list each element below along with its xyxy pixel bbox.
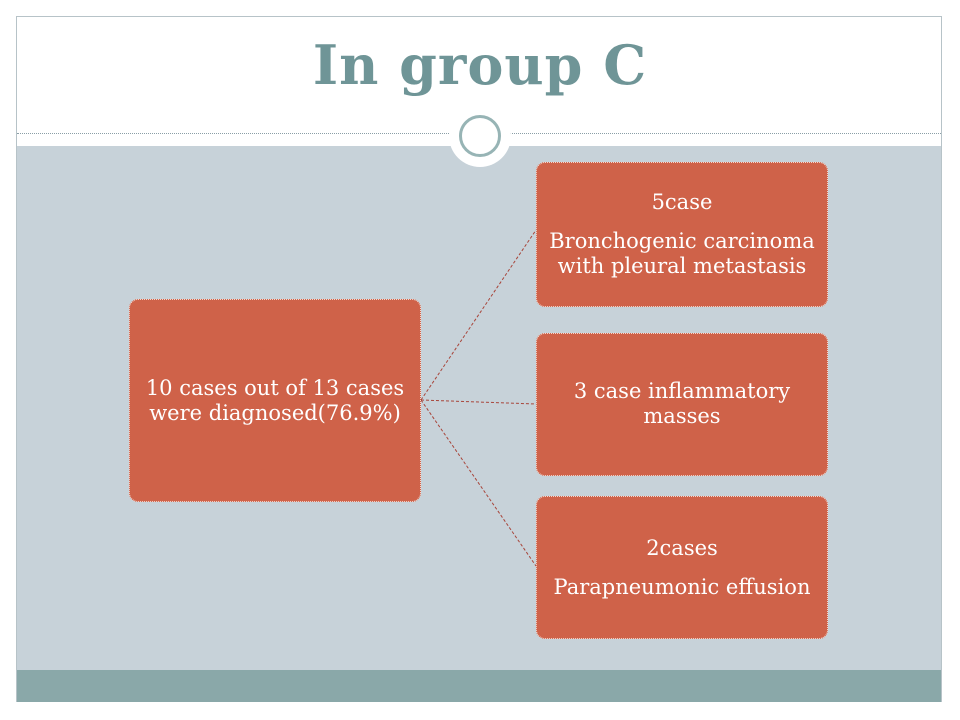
root-node: 10 cases out of 13 cases were diagnosed(… (129, 299, 421, 502)
child-node-1: 5case Bronchogenic carcinoma with pleura… (536, 162, 828, 307)
child-node-3: 2cases Parapneumonic effusion (536, 496, 828, 639)
root-node-text: 10 cases out of 13 cases were diagnosed(… (145, 375, 405, 425)
connector-to-child-1 (420, 229, 537, 401)
connector-to-child-3 (420, 399, 537, 567)
child-node-2: 3 case inflammatory masses (536, 333, 828, 476)
child-node-2-text: 3 case inflammatory masses (573, 378, 791, 428)
circle-ornament-inner-icon (459, 115, 501, 157)
child-node-3-count: 2cases (646, 535, 718, 560)
child-node-3-text: Parapneumonic effusion (553, 574, 811, 599)
child-node-1-count: 5case (651, 190, 713, 214)
footer-band (17, 670, 941, 702)
child-node-1-text: Bronchogenic carcinoma with pleural meta… (549, 229, 815, 278)
slide-title: In group C (312, 33, 648, 97)
connector-to-child-2 (420, 399, 537, 405)
